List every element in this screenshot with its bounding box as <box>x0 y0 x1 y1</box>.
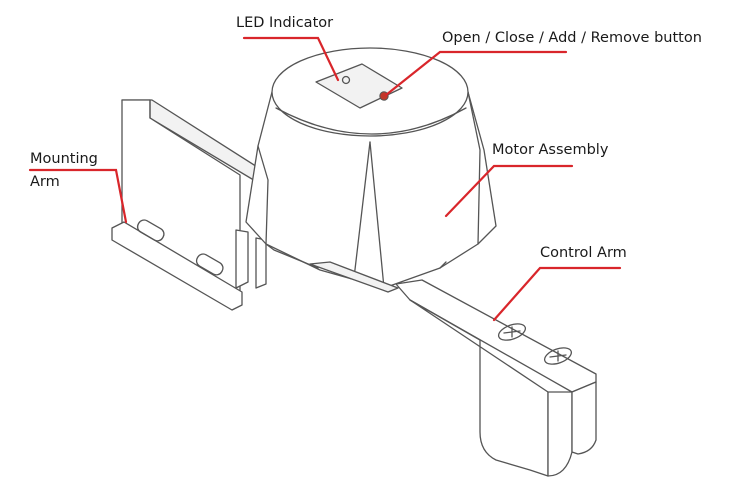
motor-assembly <box>245 47 497 293</box>
mounting-arm <box>111 99 267 311</box>
led-indicator-label: LED Indicator <box>236 15 334 31</box>
button-leader <box>384 50 568 97</box>
mounting-arm-leader <box>28 168 128 224</box>
control-arm-screw-1 <box>497 323 527 341</box>
led-leader <box>242 36 340 82</box>
motor-assembly-label: Motor Assembly <box>492 142 609 158</box>
control-arm-screw-2 <box>543 347 573 365</box>
control-arm-label: Control Arm <box>540 245 627 261</box>
control-arm <box>395 279 597 477</box>
button-label: Open / Close / Add / Remove button <box>442 30 702 46</box>
leader-lines <box>28 36 622 322</box>
control-arm-leader <box>492 266 622 322</box>
mounting-arm-label-line1: Mounting <box>30 151 98 167</box>
mounting-arm-label-line2: Arm <box>30 174 60 190</box>
motor-leader <box>444 164 574 218</box>
